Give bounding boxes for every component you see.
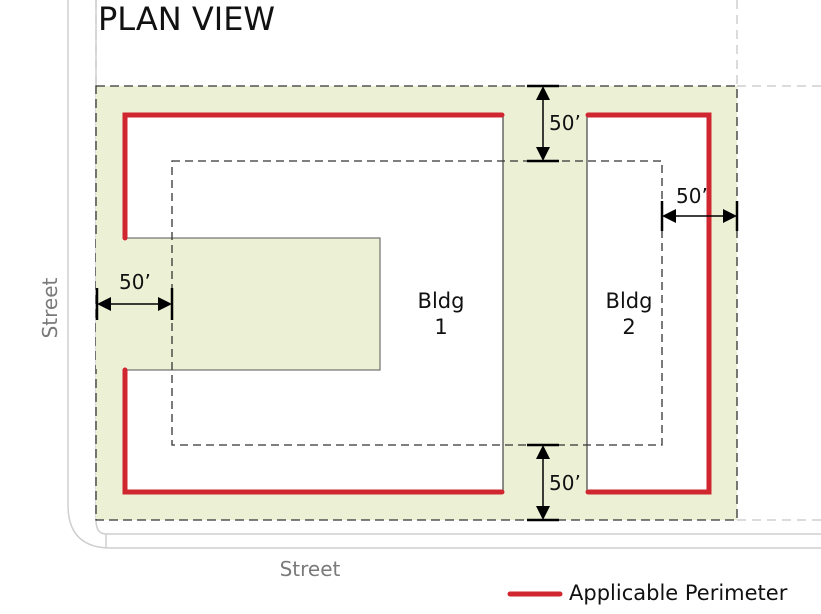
building-1-label-line1: Bldg: [418, 289, 465, 313]
dimension-left-setback-label: 50’: [119, 270, 151, 294]
dimension-bottom-gap: [527, 443, 559, 522]
bldg1-perimeter-top: [122, 112, 505, 241]
dimension-right-setback: [660, 201, 739, 231]
dimension-top-gap-label: 50’: [549, 111, 581, 135]
bldg2-perimeter: [585, 112, 712, 495]
applicable-perimeter: [122, 112, 712, 495]
legend-label: Applicable Perimeter: [569, 581, 788, 605]
building-2-label-line2: 2: [622, 315, 635, 339]
street-label-bottom: Street: [280, 557, 341, 581]
building-2-footprint: [587, 115, 709, 492]
street-label-left: Street: [38, 277, 62, 338]
page-title: PLAN VIEW: [98, 0, 275, 38]
building-2-label-line1: Bldg: [606, 289, 653, 313]
dimension-bottom-gap-label: 50’: [549, 471, 581, 495]
dimension-right-setback-label: 50’: [676, 184, 708, 208]
bldg1-perimeter-bottom: [122, 367, 505, 495]
dimension-left-setback: [95, 288, 174, 320]
building-1-label-line2: 1: [434, 315, 447, 339]
dimension-top-gap: [527, 84, 559, 163]
